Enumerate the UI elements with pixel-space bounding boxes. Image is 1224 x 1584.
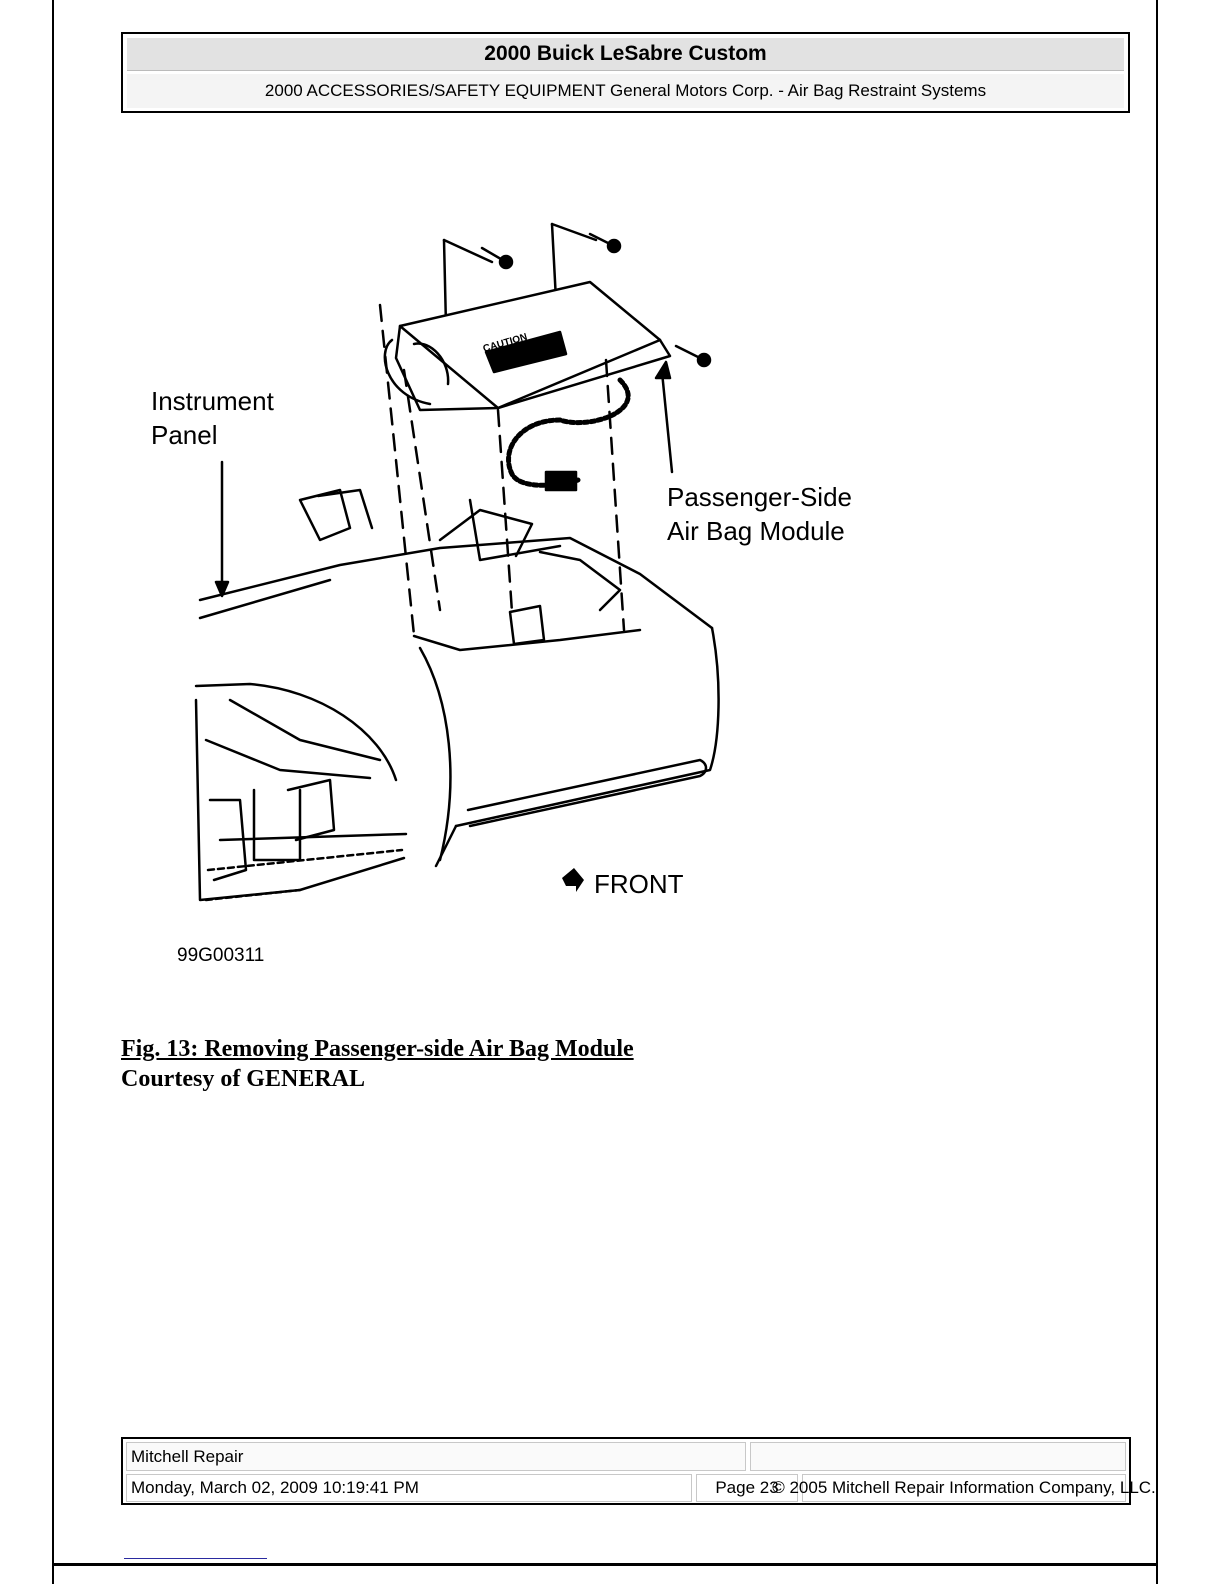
airbag-removal-illustration: CAUTION xyxy=(151,222,852,966)
bottom-link-underline[interactable] xyxy=(124,1558,267,1559)
bolt-icon xyxy=(588,232,622,254)
document-subtitle: 2000 ACCESSORIES/SAFETY EQUIPMENT Genera… xyxy=(127,74,1124,108)
footer-datetime: Monday, March 02, 2009 10:19:41 PM xyxy=(126,1474,692,1502)
airbag-module xyxy=(383,280,672,492)
instrument-panel-label: Panel xyxy=(151,420,218,450)
page-border-left xyxy=(52,0,54,1584)
document-header: 2000 Buick LeSabre Custom 2000 ACCESSORI… xyxy=(121,32,1130,113)
document-footer: Mitchell Repair Monday, March 02, 2009 1… xyxy=(121,1437,1156,1505)
caption-credit: Courtesy of GENERAL xyxy=(121,1066,365,1092)
airbag-module-label: Air Bag Module xyxy=(667,516,845,546)
document-title: 2000 Buick LeSabre Custom xyxy=(127,38,1124,71)
figure-code: 99G00311 xyxy=(177,945,264,966)
instrument-panel-label: Instrument xyxy=(151,386,275,416)
figure-caption: Fig. 13: Removing Passenger-side Air Bag… xyxy=(121,1034,634,1094)
footer-page-number: Page 23 xyxy=(696,1474,798,1502)
footer-copyright: © 2005 Mitchell Repair Information Compa… xyxy=(772,1474,1156,1502)
instrument-panel xyxy=(194,488,720,902)
front-label: FRONT xyxy=(594,869,684,899)
airbag-module-label: Passenger-Side xyxy=(667,482,852,512)
bolt-icon xyxy=(480,246,514,270)
caption-title: Fig. 13: Removing Passenger-side Air Bag… xyxy=(121,1036,634,1062)
bolt-icon xyxy=(674,344,712,368)
footer-blank-cell xyxy=(750,1442,1126,1471)
front-arrow-icon xyxy=(562,868,584,892)
footer-source: Mitchell Repair xyxy=(126,1442,746,1471)
page-border-right xyxy=(1156,0,1158,1584)
page-border-bottom xyxy=(52,1563,1158,1566)
